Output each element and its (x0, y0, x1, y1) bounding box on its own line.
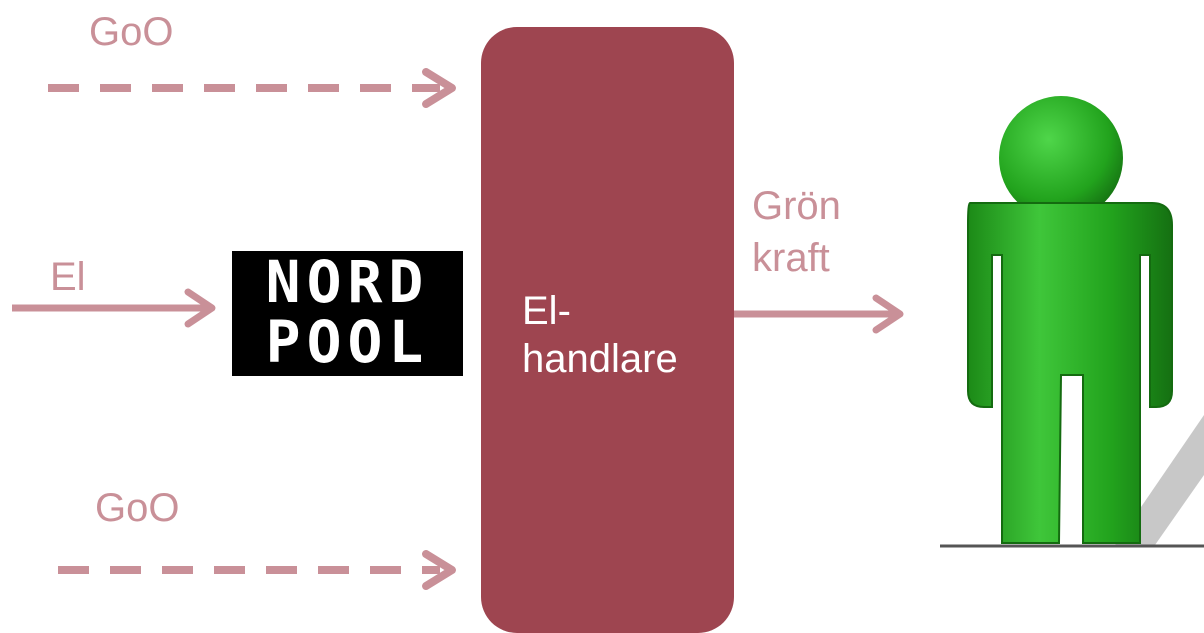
gron-kraft-label: Grön kraft (752, 184, 841, 280)
person-icon (940, 96, 1204, 548)
gron-kraft-arrow (734, 294, 904, 334)
nordpool-logo: NORD POOL (232, 251, 463, 376)
goo-top-label: GoO (89, 10, 174, 54)
nordpool-logo-line2: POOL (265, 308, 430, 376)
el-label: El (50, 255, 86, 299)
nordpool-logo-line1: NORD (265, 248, 430, 316)
el-arrow (12, 288, 216, 328)
el-handlare-label: El- handlare (522, 289, 678, 381)
el-handlare-box: El- handlare (481, 27, 734, 633)
goo-bottom-arrow (58, 550, 456, 590)
goo-top-arrow (48, 68, 456, 108)
goo-bottom-label: GoO (95, 486, 180, 530)
